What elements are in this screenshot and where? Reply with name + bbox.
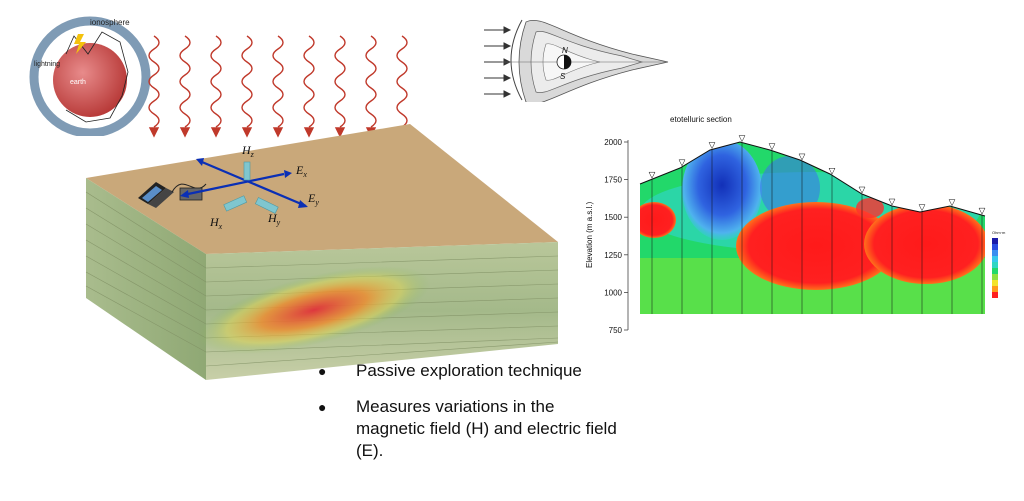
wave-arrowhead <box>334 127 346 138</box>
wave-arrowhead <box>148 127 160 138</box>
hy-coil <box>254 197 279 214</box>
bullet-text: Passive exploration technique <box>356 361 582 380</box>
earth-ionosphere-diagram: ionosphere lightning earth <box>29 16 151 136</box>
topography-line <box>639 141 986 217</box>
bullet-item: ● Measures variations in the magnetic fi… <box>318 396 628 462</box>
magnetosphere-diagram: N S <box>484 19 669 102</box>
hy-label: Hy <box>267 211 281 227</box>
y-tick-label: 1250 <box>604 251 622 260</box>
y-tick-label: 1750 <box>604 176 622 185</box>
wave-arrowhead <box>241 127 253 138</box>
bullet-list: ● Passive exploration technique ● Measur… <box>318 360 628 476</box>
em-wave <box>272 35 284 128</box>
block-top-surface <box>86 124 558 254</box>
lightning-label: lightning <box>34 61 60 68</box>
station-marker <box>768 143 776 151</box>
hx-coil <box>223 195 248 212</box>
block-front-face <box>86 178 206 380</box>
station-marker <box>738 135 746 143</box>
station-marker <box>828 168 836 175</box>
section-ylabel: Elevation (m a.s.l.) <box>585 201 594 268</box>
resistivity-anomaly <box>197 266 431 354</box>
station-marker <box>798 153 806 161</box>
em-wave <box>210 35 222 128</box>
bullet-text: Measures variations in the magnetic fiel… <box>356 397 617 460</box>
em-wave <box>179 35 191 128</box>
hz-label: Hz <box>241 143 255 159</box>
wave-arrowhead <box>210 127 222 138</box>
y-tick-label: 2000 <box>604 138 622 147</box>
ey-label: Ey <box>307 191 319 207</box>
station-marker <box>648 171 656 179</box>
em-wave <box>303 35 315 128</box>
geology-block-3d: Hz Ex Ey Hx Hy <box>85 124 559 380</box>
north-pole-label: N <box>562 46 568 55</box>
y-tick-label: 1000 <box>604 288 622 297</box>
wave-arrowhead <box>272 127 284 138</box>
ionosphere-label: ionosphere <box>90 18 130 27</box>
svg-text:Ohm·m: Ohm·m <box>992 230 1006 235</box>
em-wave <box>365 35 377 128</box>
em-wave <box>396 35 408 128</box>
wave-arrowhead <box>303 127 315 138</box>
station-marker <box>858 186 866 194</box>
ey-dipole <box>201 160 307 208</box>
y-tick-label: 750 <box>609 326 623 335</box>
bullet-dot: ● <box>318 399 327 415</box>
resistivity-legend: Ohm·m <box>992 230 1006 298</box>
hx-label: Hx <box>209 215 223 231</box>
em-wave <box>334 35 346 128</box>
station-marker <box>708 142 716 150</box>
wave-arrowhead <box>179 127 191 138</box>
south-pole-label: S <box>560 72 566 81</box>
ex-label: Ex <box>295 163 307 179</box>
earth-label: earth <box>70 79 86 86</box>
mt-section-plot: etotelluric section Elevation (m a.s.l.)… <box>585 115 1006 335</box>
y-tick-label: 1500 <box>604 213 622 222</box>
station-marker <box>948 199 956 207</box>
ex-dipole <box>187 172 285 196</box>
em-wave <box>241 35 253 128</box>
section-title: etotelluric section <box>670 115 732 124</box>
bullet-item: ● Passive exploration technique <box>318 360 628 382</box>
station-marker <box>678 159 686 167</box>
station-marker <box>978 207 986 215</box>
lightning-icon <box>74 34 86 54</box>
station-marker <box>918 204 926 212</box>
station-marker <box>888 198 896 206</box>
earth-globe <box>53 43 127 117</box>
hz-coil <box>243 161 251 181</box>
bullet-dot: ● <box>318 363 327 379</box>
incoming-waves <box>148 35 408 138</box>
em-wave <box>148 35 160 128</box>
laptop-icon <box>138 182 174 208</box>
